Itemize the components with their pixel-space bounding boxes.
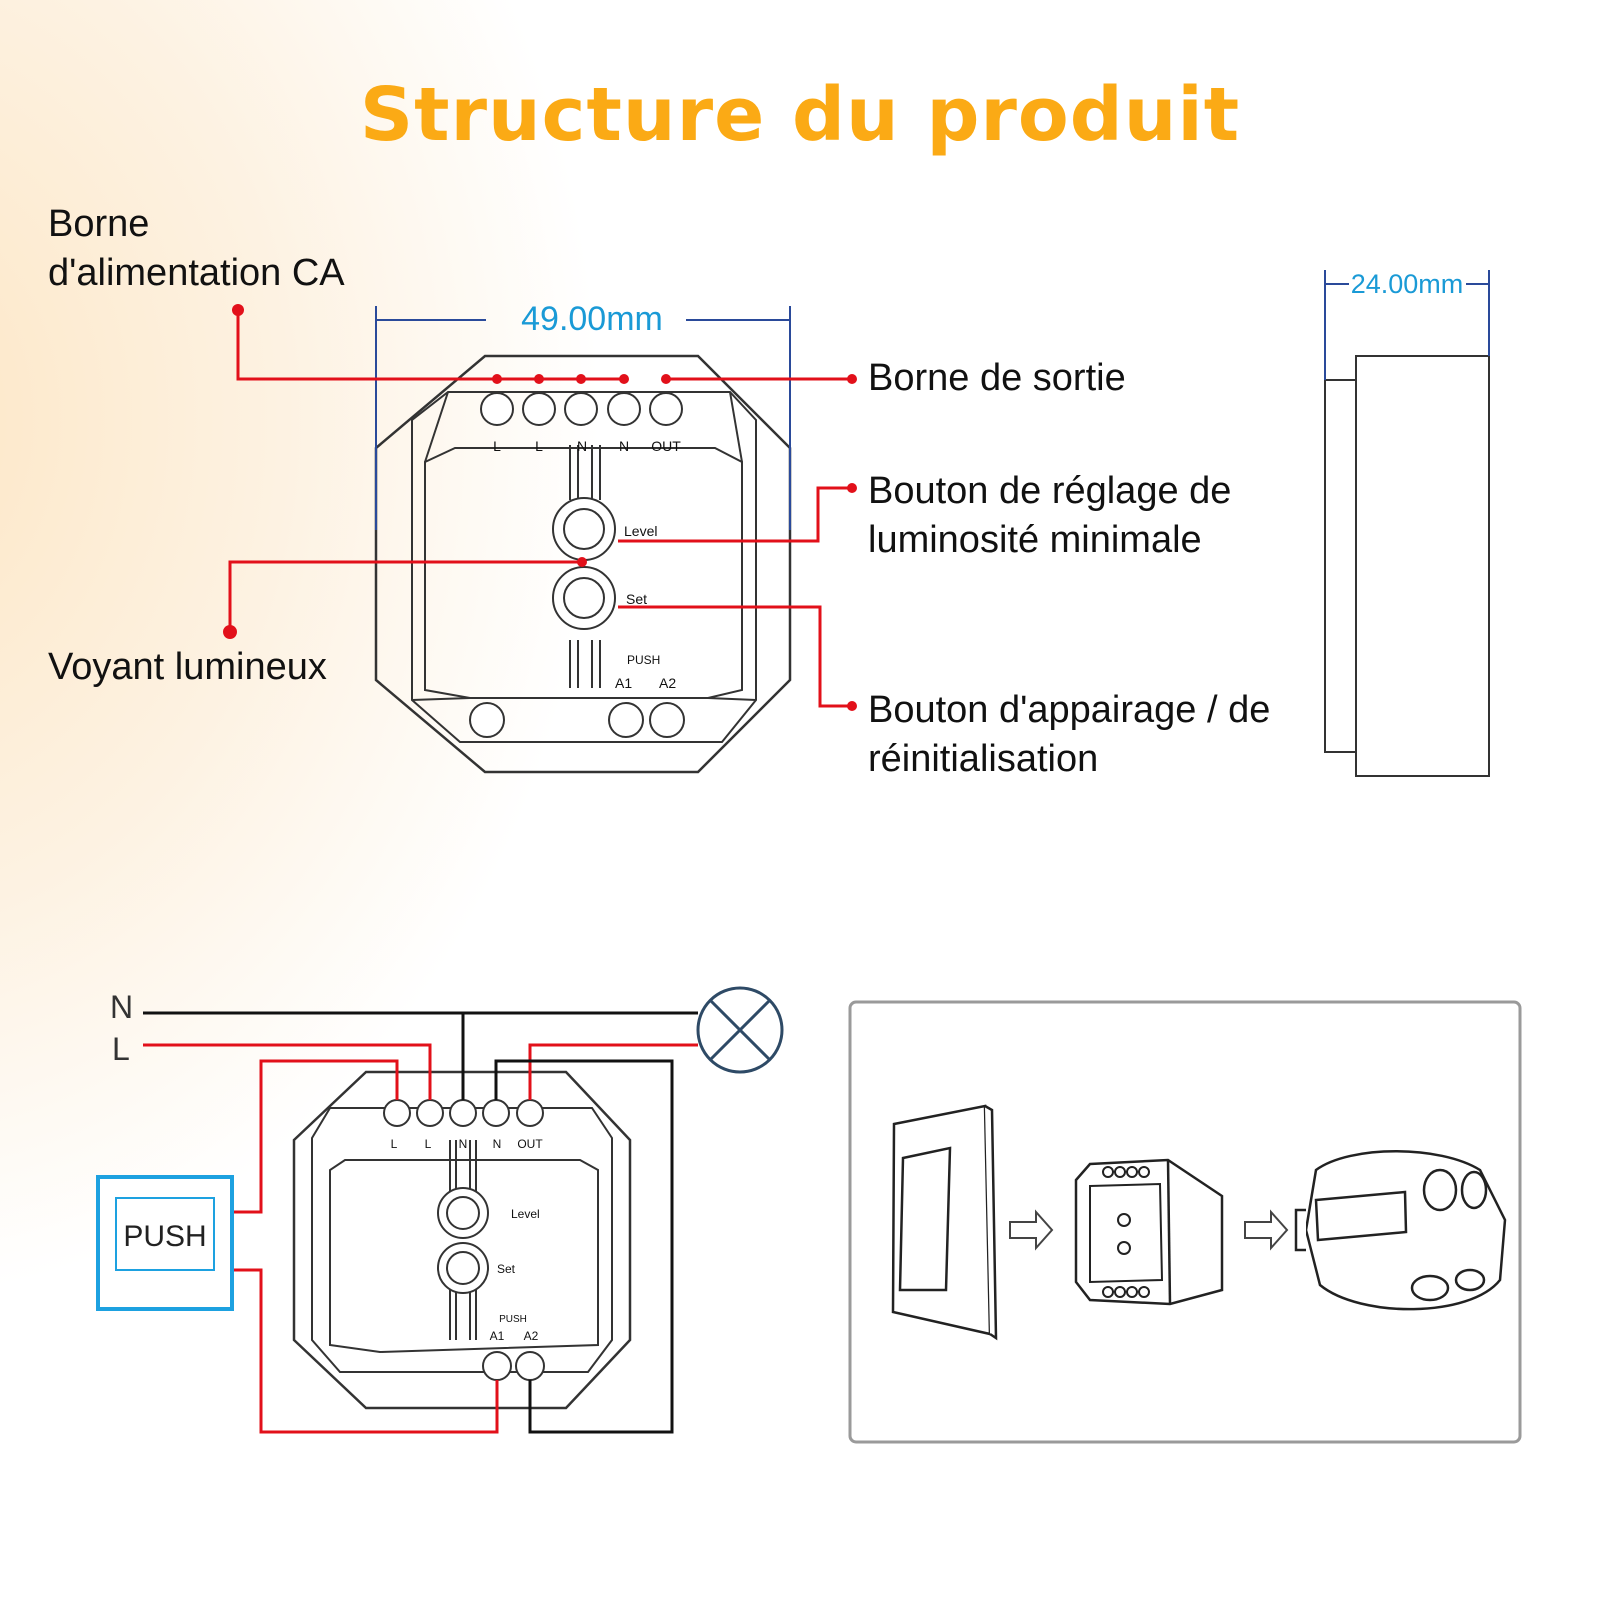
terminal-a1: [469, 702, 505, 738]
leader-dot-l1: [492, 374, 502, 384]
wiring-push-label: PUSH: [499, 1314, 527, 1325]
width-dimension: [375, 306, 791, 530]
terminal-l2: [522, 392, 556, 426]
min-brightness-label-line1: Bouton de réglage de: [868, 470, 1232, 512]
pairing-label-line1: Bouton d'appairage / de: [868, 689, 1271, 731]
installation-panel: [848, 1000, 1522, 1444]
wiring-level-label: Level: [511, 1207, 540, 1221]
set-label: Set: [626, 591, 647, 607]
leader-dot-indicator-end: [223, 625, 237, 639]
terminal-a1-b: [608, 702, 644, 738]
terminal-label-l1: L: [493, 438, 501, 454]
callout-leaders: [228, 310, 852, 708]
push-switch-label: PUSH: [123, 1220, 206, 1253]
leader-dot-power: [232, 304, 244, 316]
arrow-right-icon: [1009, 1209, 1054, 1251]
min-brightness-label-line2: luminosité minimale: [868, 519, 1202, 561]
live-line-label: L: [112, 1031, 130, 1067]
arrow-right-icon: [1244, 1209, 1289, 1251]
depth-dimension: [1324, 270, 1490, 380]
a1-label: A1: [615, 675, 632, 691]
wiring-a1-label: A1: [490, 1329, 505, 1343]
terminal-row: [480, 392, 683, 426]
a2-label: A2: [659, 675, 676, 691]
push-switch[interactable]: PUSH: [96, 1175, 234, 1311]
leader-dot-n1: [576, 374, 586, 384]
flush-box-icon: [1294, 1150, 1507, 1311]
terminal-label-out: OUT: [651, 438, 681, 454]
push-label: PUSH: [627, 653, 660, 667]
wiring-terminal-label-n1: N: [459, 1137, 468, 1151]
terminal-label-l2: L: [535, 438, 543, 454]
page-title: Structure du produit: [359, 72, 1241, 158]
live-wire: [143, 1043, 432, 1100]
indicator-light-label: Voyant lumineux: [48, 643, 327, 692]
terminal-a2: [649, 702, 685, 738]
min-brightness-button-label: Bouton de réglage de luminosité minimale: [868, 467, 1231, 565]
wiring-terminal-label-n2: N: [493, 1137, 502, 1151]
terminal-label-n2: N: [619, 438, 629, 454]
wiring-a2-label: A2: [524, 1329, 539, 1343]
power-terminal-label: Borne d'alimentation CA: [48, 200, 345, 298]
power-terminal-label-line2: d'alimentation CA: [48, 252, 345, 294]
leader-dot-n2: [619, 374, 629, 384]
level-button[interactable]: [563, 508, 605, 550]
set-button[interactable]: [563, 577, 605, 619]
leader-dot-l2: [534, 374, 544, 384]
power-terminal-label-line1: Borne: [48, 203, 150, 245]
leader-dot-out: [661, 374, 671, 384]
wiring-terminal-label-l1: L: [391, 1137, 398, 1151]
width-dimension-label: 49.00mm: [521, 300, 663, 338]
terminal-out: [649, 392, 683, 426]
leader-dot-indicator: [577, 557, 587, 567]
terminal-n2: [607, 392, 641, 426]
indicator-light-label-line1: Voyant lumineux: [48, 646, 327, 688]
pairing-button-label: Bouton d'appairage / de réinitialisation: [868, 686, 1270, 784]
wiring-diagram: N L L L N N OUT Level Set PUSH A1: [96, 986, 784, 1434]
output-terminal-label-line1: Borne de sortie: [868, 357, 1126, 399]
depth-dimension-label: 24.00mm: [1351, 269, 1464, 299]
lamp-icon: [696, 986, 784, 1074]
pairing-label-line2: réinitialisation: [868, 738, 1099, 780]
wiring-set-label: Set: [497, 1262, 516, 1276]
output-terminal-label: Borne de sortie: [868, 354, 1126, 403]
leader-dot-pairing: [847, 701, 857, 711]
level-label: Level: [624, 523, 657, 539]
wiring-terminal-label-l2: L: [425, 1137, 432, 1151]
leader-dot-output: [847, 374, 857, 384]
terminal-n1: [564, 392, 598, 426]
dimmer-module-icon: [1074, 1158, 1224, 1306]
wiring-terminal-label-out: OUT: [517, 1137, 543, 1151]
neutral-line-label: N: [110, 989, 133, 1025]
terminal-label-n1: N: [577, 438, 587, 454]
dimmer-module-top-view: [374, 354, 792, 774]
dimmer-module-side-view: [1324, 355, 1490, 777]
lamp-feed-wire: [528, 1043, 698, 1100]
terminal-l1: [480, 392, 514, 426]
wall-switch-icon: [891, 1104, 998, 1341]
leader-dot-min-brightness: [847, 483, 857, 493]
